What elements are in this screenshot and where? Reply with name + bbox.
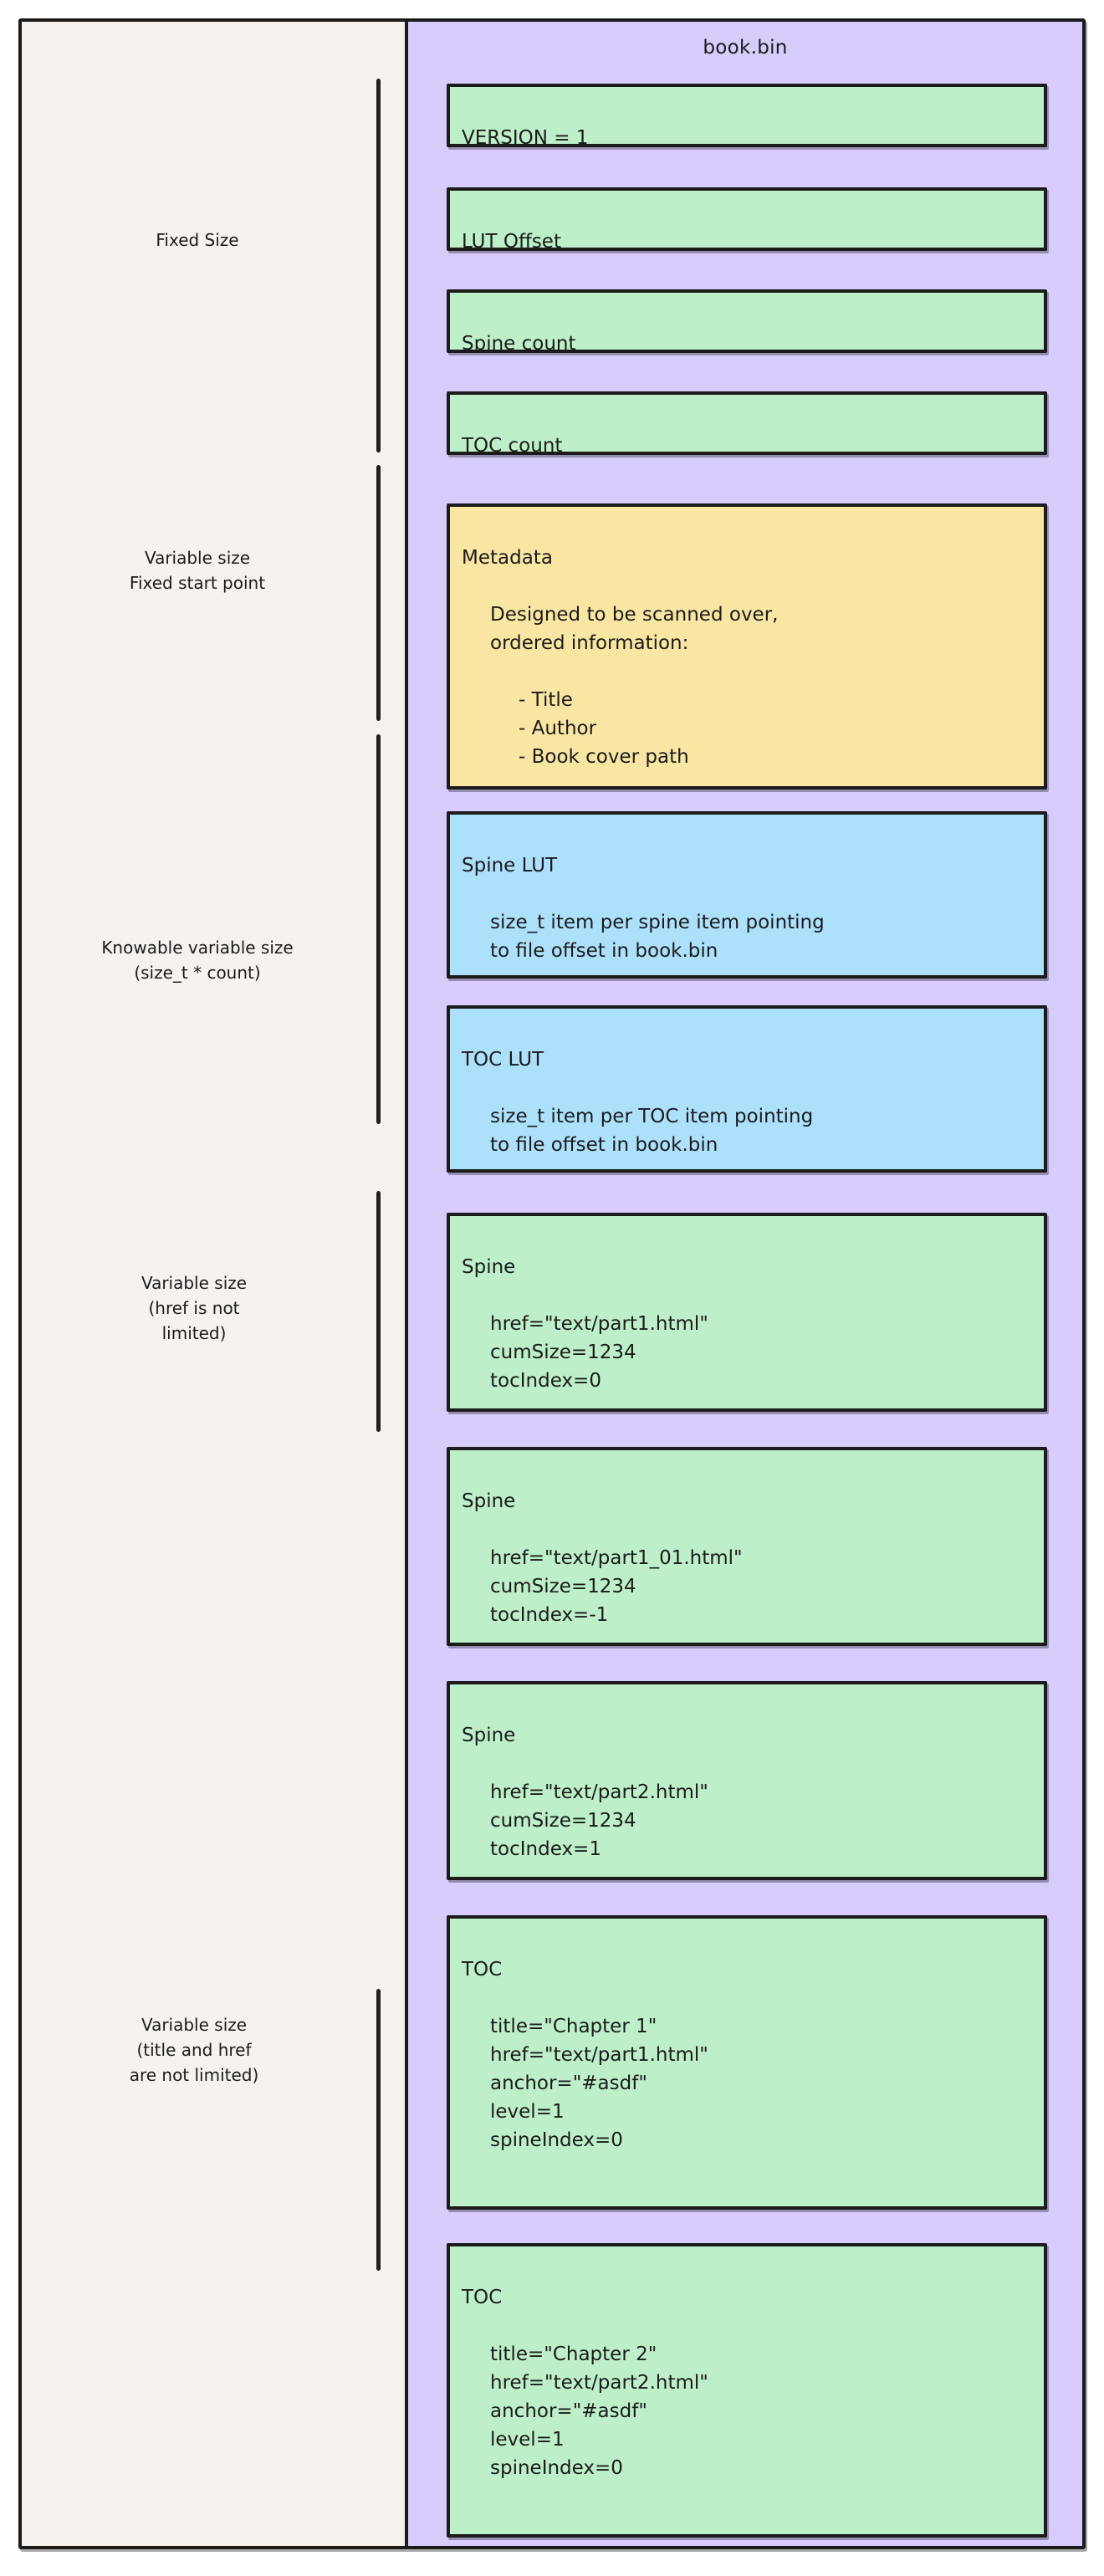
record-toc-lut-body: size_t item per TOC item pointing to fil… bbox=[490, 1106, 814, 1156]
record-toc-count[interactable]: TOC count bbox=[447, 391, 1047, 455]
annotation-column: Fixed Size Variable size Fixed start poi… bbox=[22, 22, 408, 2546]
record-spine-count[interactable]: Spine count bbox=[447, 289, 1047, 353]
book-bin-structure-diagram: Fixed Size Variable size Fixed start poi… bbox=[18, 18, 1086, 2549]
file-title: book.bin bbox=[703, 37, 788, 59]
bracket-variable-title-href bbox=[376, 1989, 381, 2271]
record-toc-1-body: title="Chapter 1" href="text/part1.html"… bbox=[490, 2016, 708, 2151]
bracket-knowable-variable bbox=[376, 734, 381, 1124]
record-version[interactable]: VERSION = 1 bbox=[447, 84, 1047, 147]
record-toc-count-head: TOC count bbox=[462, 435, 563, 455]
record-toc-lut[interactable]: TOC LUT size_t item per TOC item pointin… bbox=[447, 1005, 1047, 1173]
record-spine-count-head: Spine count bbox=[462, 333, 576, 353]
record-spine-lut[interactable]: Spine LUT size_t item per spine item poi… bbox=[447, 811, 1047, 979]
record-metadata-bullets: - Title - Author - Book cover path bbox=[519, 689, 689, 768]
record-spine-1-head: Spine bbox=[462, 1256, 516, 1278]
record-spine-lut-body: size_t item per spine item pointing to f… bbox=[490, 912, 825, 962]
record-spine-2-head: Spine bbox=[462, 1490, 516, 1512]
annotation-variable-href: Variable size (href is not limited) bbox=[141, 1273, 248, 1343]
record-metadata-head: Metadata bbox=[462, 547, 553, 569]
annotation-knowable-variable: Knowable variable size (size_t * count) bbox=[101, 938, 294, 983]
record-spine-lut-head: Spine LUT bbox=[462, 855, 558, 877]
bracket-fixed-size bbox=[376, 79, 381, 452]
bracket-variable-href bbox=[376, 1191, 381, 1432]
record-toc-lut-head: TOC LUT bbox=[462, 1049, 544, 1071]
record-toc-2-head: TOC bbox=[462, 2287, 503, 2308]
record-toc-1[interactable]: TOC title="Chapter 1" href="text/part1.h… bbox=[447, 1915, 1047, 2210]
annotation-variable-fixed-start: Variable size Fixed start point bbox=[129, 548, 266, 593]
record-spine-2-body: href="text/part1_01.html" cumSize=1234 t… bbox=[490, 1547, 743, 1626]
record-metadata-body: Designed to be scanned over, ordered inf… bbox=[490, 604, 779, 654]
record-lut-offset-head: LUT Offset bbox=[462, 231, 561, 251]
record-spine-2[interactable]: Spine href="text/part1_01.html" cumSize=… bbox=[447, 1447, 1047, 1646]
record-toc-2-body: title="Chapter 2" href="text/part2.html"… bbox=[490, 2343, 708, 2479]
annotation-variable-title-href: Variable size (title and href are not li… bbox=[129, 2015, 259, 2085]
record-spine-1-body: href="text/part1.html" cumSize=1234 tocI… bbox=[490, 1313, 708, 1392]
record-toc-1-head: TOC bbox=[462, 1959, 503, 1981]
book-bin-panel: book.bin VERSION = 1 LUT Offset Spine co… bbox=[408, 22, 1082, 2546]
annotation-fixed-size: Fixed Size bbox=[156, 230, 239, 250]
record-toc-2[interactable]: TOC title="Chapter 2" href="text/part2.h… bbox=[447, 2243, 1047, 2538]
record-metadata[interactable]: Metadata Designed to be scanned over, or… bbox=[447, 503, 1047, 790]
record-lut-offset[interactable]: LUT Offset bbox=[447, 187, 1047, 251]
record-spine-3[interactable]: Spine href="text/part2.html" cumSize=123… bbox=[447, 1681, 1047, 1880]
record-spine-3-body: href="text/part2.html" cumSize=1234 tocI… bbox=[490, 1781, 708, 1860]
record-spine-1[interactable]: Spine href="text/part1.html" cumSize=123… bbox=[447, 1213, 1047, 1412]
record-version-head: VERSION = 1 bbox=[462, 127, 589, 147]
bracket-variable-fixed-start bbox=[376, 465, 381, 721]
record-spine-3-head: Spine bbox=[462, 1725, 516, 1746]
